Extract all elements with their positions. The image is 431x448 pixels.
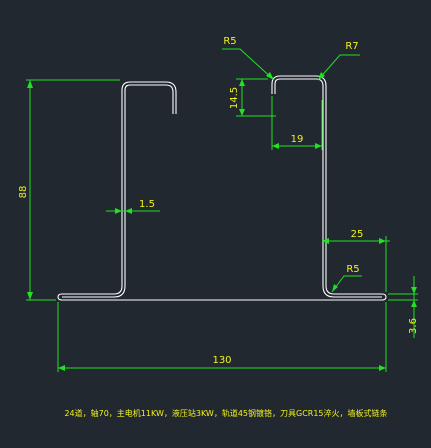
dim-label-base-overhang: 25 [351, 229, 364, 240]
dim-label-radius-bottom: R5 [346, 264, 359, 275]
dimension-width-total: 130 [57, 302, 387, 372]
dim-label-width-total: 130 [212, 355, 231, 366]
profile-outline-outer [57, 75, 387, 301]
part-profile [57, 75, 387, 301]
dimension-base-overhang: 25 [322, 229, 390, 292]
leader-radius-top-left: R5 [222, 36, 275, 81]
leader-radius-top-right: R7 [317, 41, 360, 81]
dim-label-thickness: 1.5 [139, 199, 155, 210]
dimension-thickness: 1.5 [106, 199, 160, 214]
profile-outline-inner [62, 78, 382, 298]
dimension-flange-width: 19 [271, 96, 323, 150]
dim-label-flange-width: 19 [291, 134, 304, 145]
dim-label-radius-top-right: R7 [345, 41, 358, 52]
dim-label-bottom-gap: 3.6 [408, 318, 419, 334]
leader-radius-bottom: R5 [331, 264, 362, 293]
dim-label-height-total: 88 [18, 186, 29, 199]
dim-label-flange-height: 14.5 [229, 87, 240, 109]
spec-note: 24道，轴70，主电机11KW，液压站3KW，轨道45钢镀铬，刀具GCR15淬火… [64, 408, 387, 418]
dimension-height-total: 88 [18, 79, 120, 301]
dimension-flange-height: 14.5 [229, 78, 276, 117]
dimension-bottom-gap: 3.6 [388, 276, 419, 338]
dim-label-radius-top-left: R5 [223, 36, 236, 47]
